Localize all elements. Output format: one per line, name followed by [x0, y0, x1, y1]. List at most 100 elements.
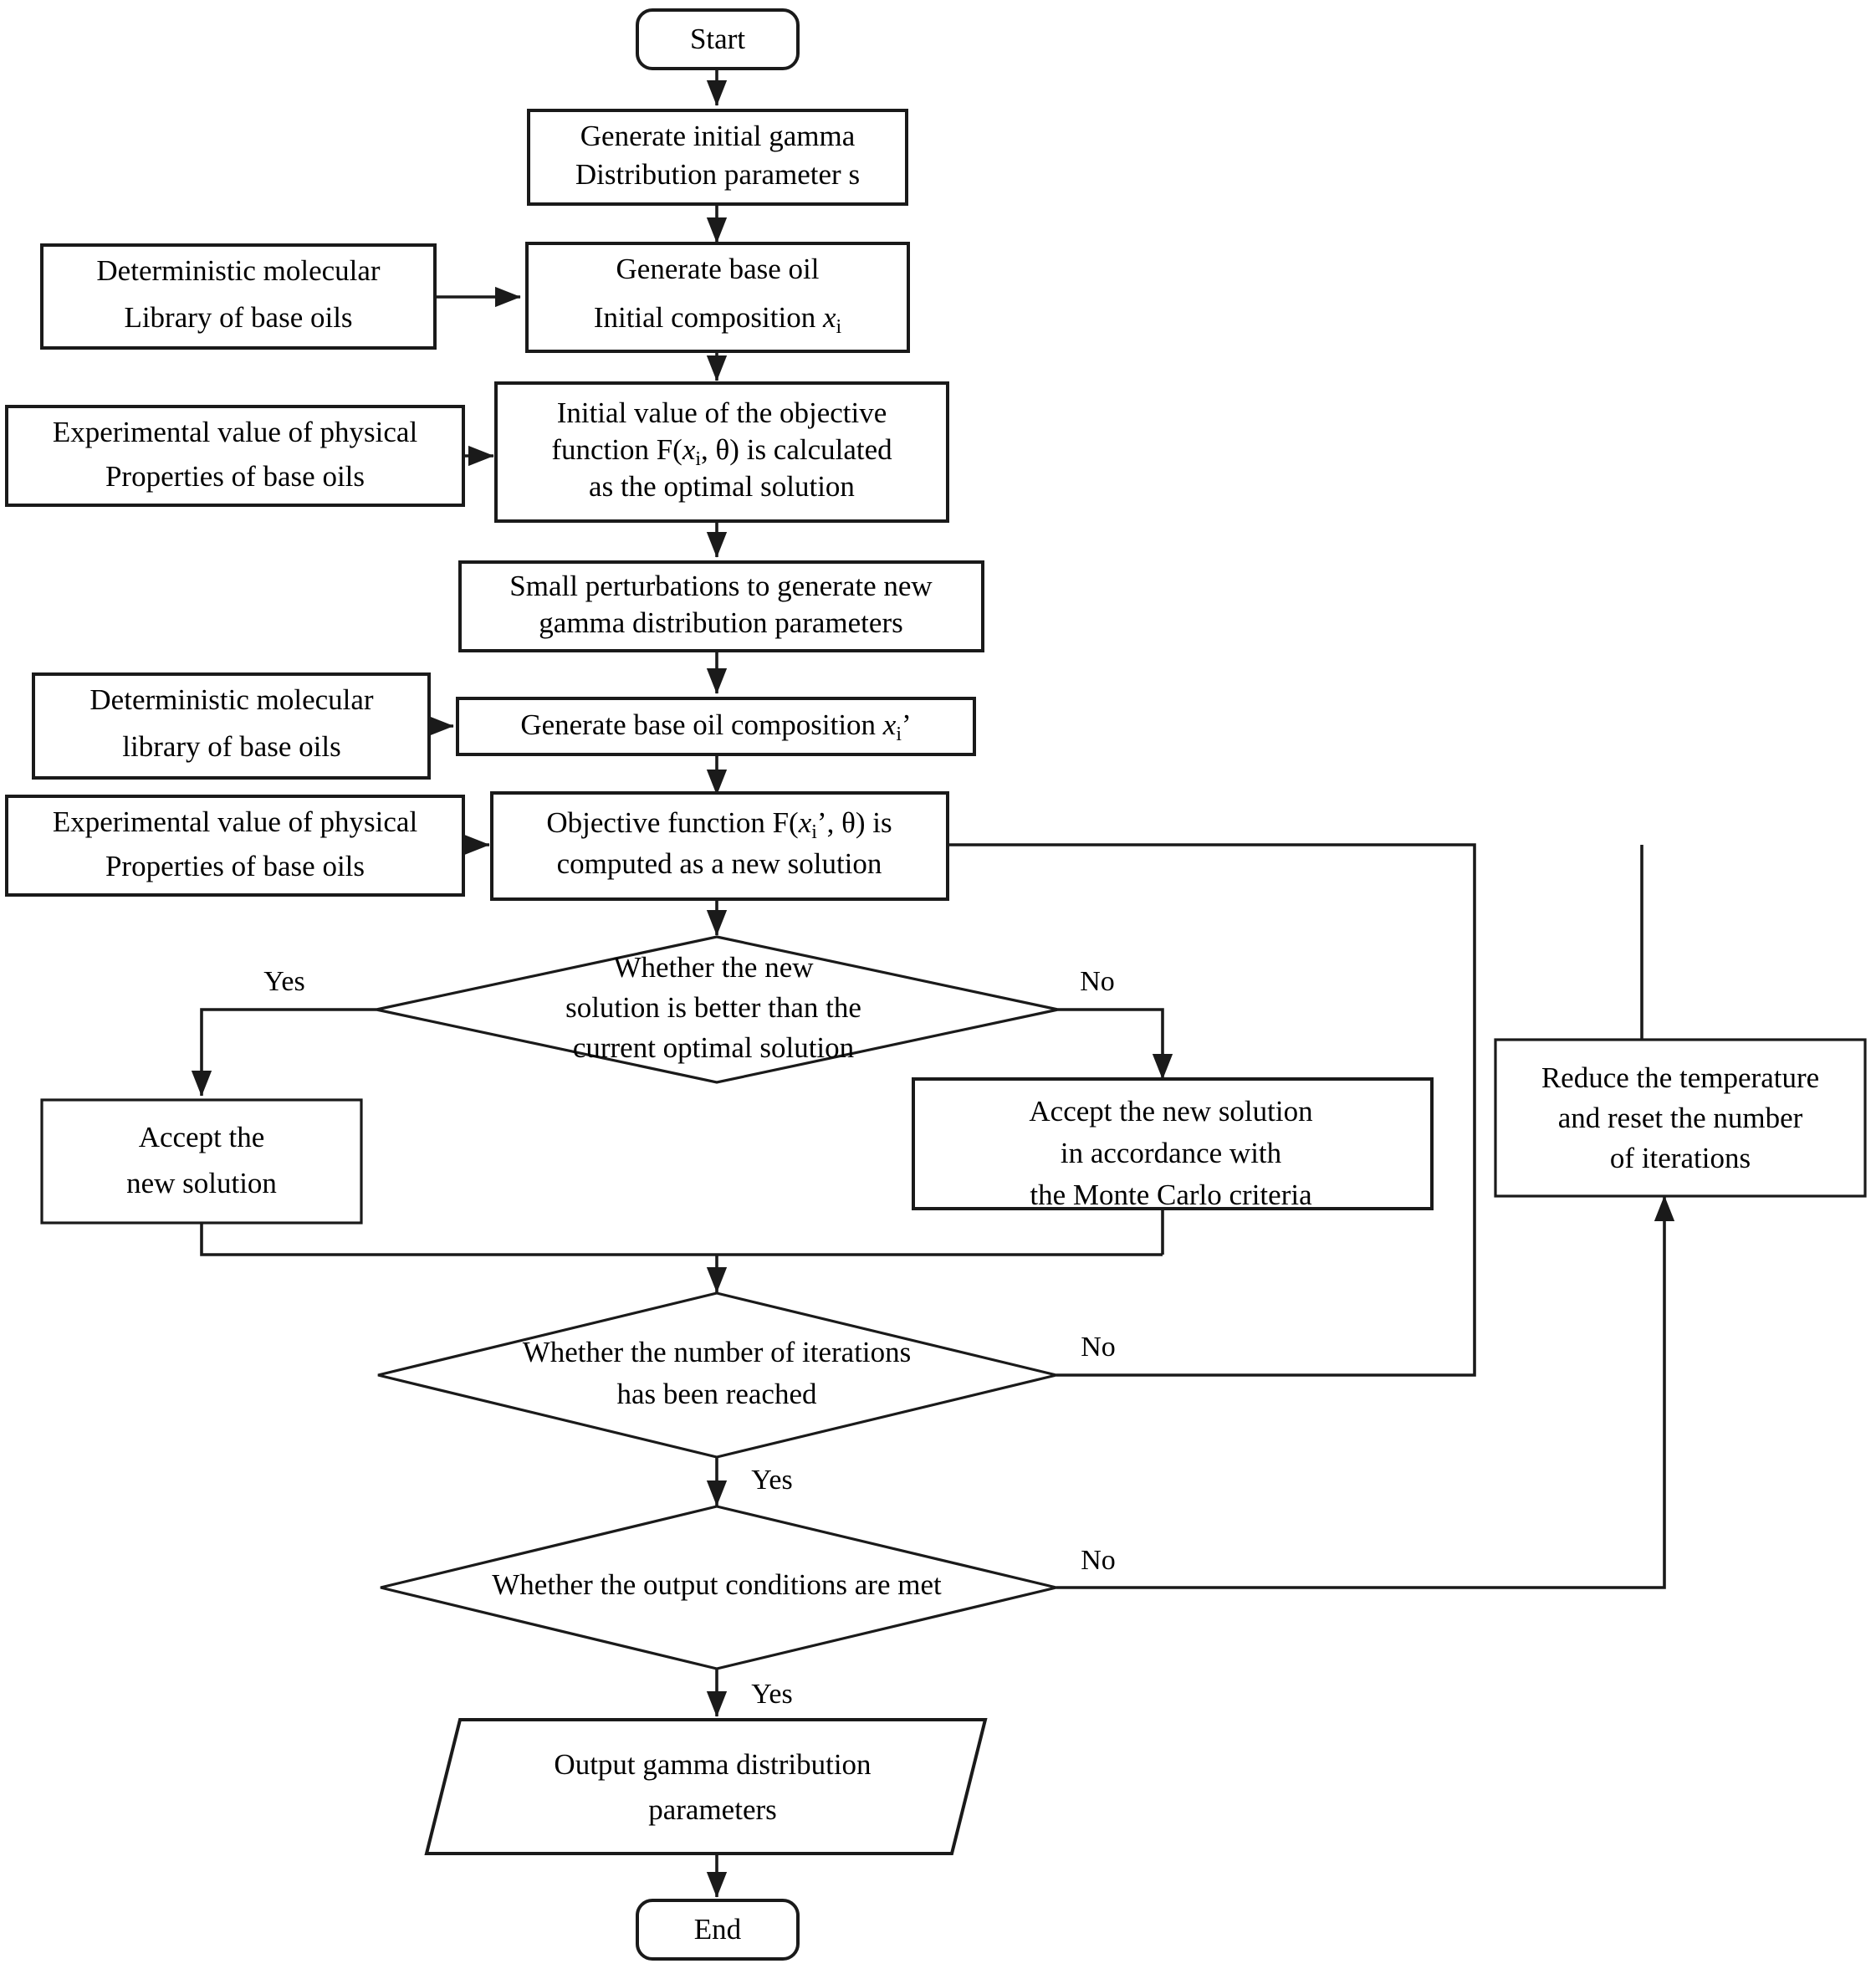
node-decision-output-conditions[interactable]: Whether the output conditions are met — [380, 1505, 1057, 1670]
node-initial-objective-value[interactable]: Initial value of the objective function … — [494, 381, 949, 523]
generate-base-oil-initial-shape — [525, 242, 910, 353]
edge-output-no-to-reduce — [1056, 1195, 1675, 1589]
ofn-pre: Objective function F( — [546, 806, 798, 839]
objective-function-new-shape — [490, 791, 949, 901]
gbo-pre: Initial composition — [594, 301, 823, 334]
generate-initial-gamma-line1: Generate initial gamma — [580, 120, 856, 152]
node-objective-function-new[interactable]: Objective function F(xi’, θ) is computed… — [490, 791, 949, 901]
edge-label-output-no: No — [1081, 1545, 1116, 1576]
node-library-base-oils-2[interactable]: Deterministic molecular library of base … — [32, 672, 431, 780]
accept-new-solution-shape — [40, 1098, 363, 1225]
io-post: , θ) is calculated — [701, 433, 892, 466]
experimental-properties-2-line1: Experimental value of physical — [53, 805, 418, 838]
node-decision-better-solution[interactable]: Whether the new solution is better than … — [376, 935, 1059, 1084]
decision-iterations-shape — [377, 1291, 1057, 1459]
edge-label-better-yes: Yes — [263, 966, 304, 997]
edge-decision-yes-to-accept — [191, 1008, 376, 1097]
edge-iterations-no-feedback — [919, 834, 1476, 1377]
edge-label-iterations-yes: Yes — [751, 1465, 792, 1496]
node-generate-initial-gamma[interactable]: Generate initial gamma Distribution para… — [527, 109, 908, 206]
experimental-properties-1-line2: Properties of base oils — [105, 460, 365, 493]
node-decision-iterations[interactable]: Whether the number of iterations has bee… — [377, 1291, 1057, 1459]
io-var: x — [682, 433, 696, 466]
gbc-pre: Generate base oil composition — [520, 708, 882, 741]
decision-iterations-line1: Whether the number of iterations — [523, 1336, 912, 1368]
node-generate-base-oil-composition[interactable]: Generate base oil composition xi’ — [456, 697, 976, 756]
node-experimental-properties-2[interactable]: Experimental value of physical Propertie… — [5, 795, 465, 897]
connector-layer — [191, 69, 1675, 1898]
reduce-temperature-line2: and reset the number — [1558, 1102, 1803, 1134]
accept-monte-carlo-line3: the Monte Carlo criteria — [1030, 1179, 1312, 1211]
initial-objective-value-shape — [494, 381, 949, 523]
start-label: Start — [690, 23, 745, 55]
experimental-properties-2-line2: Properties of base oils — [105, 850, 365, 882]
experimental-properties-1-line1: Experimental value of physical — [53, 416, 418, 448]
library-base-oils-1-line1: Deterministic molecular — [96, 254, 381, 287]
small-perturbations-line2: gamma distribution parameters — [539, 606, 902, 639]
objective-function-new-line2: computed as a new solution — [557, 847, 882, 880]
generate-base-oil-initial-line2: Initial composition xi — [594, 301, 842, 337]
node-output-parameters[interactable]: Output gamma distribution parameters — [424, 1718, 988, 1855]
decision-better-solution-shape — [376, 935, 1059, 1084]
accept-monte-carlo-line1: Accept the new solution — [1029, 1095, 1312, 1128]
reduce-temperature-line3: of iterations — [1610, 1142, 1751, 1174]
generate-initial-gamma-line2: Distribution parameter s — [575, 158, 860, 191]
edge-decision-no-to-montecarlo — [1058, 1008, 1173, 1080]
decision-better-line1: Whether the new — [613, 951, 814, 984]
accept-new-solution-line1: Accept the — [139, 1121, 265, 1153]
node-reduce-temperature[interactable]: Reduce the temperature and reset the num… — [1494, 1038, 1867, 1198]
gbc-var: x — [882, 708, 897, 741]
io-sub: i — [695, 448, 701, 470]
ofn-sub: i — [811, 821, 817, 843]
decision-output-line1: Whether the output conditions are met — [492, 1568, 942, 1601]
reduce-temperature-shape — [1494, 1038, 1867, 1198]
edge-label-iterations-no: No — [1081, 1332, 1116, 1363]
initial-objective-line2: function F(xi, θ) is calculated — [551, 433, 892, 469]
gbo-sub: i — [836, 316, 842, 338]
ofn-post: ’, θ) is — [817, 806, 892, 839]
generate-initial-gamma-shape — [527, 109, 908, 206]
end-label: End — [694, 1913, 742, 1946]
experimental-properties-2-shape — [5, 795, 465, 897]
decision-output-conditions-shape — [380, 1505, 1057, 1670]
decision-iterations-line2: has been reached — [616, 1378, 817, 1410]
decision-better-line2: solution is better than the — [565, 991, 861, 1024]
library-base-oils-2-line2: library of base oils — [122, 730, 340, 763]
gbo-var: x — [822, 301, 836, 334]
decision-better-line3: current optimal solution — [573, 1031, 854, 1064]
small-perturbations-line1: Small perturbations to generate new — [509, 570, 933, 602]
library-base-oils-2-shape — [32, 672, 431, 780]
edge-label-output-yes: Yes — [751, 1679, 792, 1710]
accept-monte-carlo-shape — [912, 1077, 1434, 1210]
initial-objective-line3: as the optimal solution — [589, 470, 855, 503]
generate-base-oil-composition-shape — [456, 697, 976, 756]
node-start[interactable]: Start — [636, 8, 800, 70]
node-end[interactable]: End — [636, 1899, 800, 1961]
generate-base-oil-initial-line1: Generate base oil — [616, 253, 820, 285]
experimental-properties-1-shape — [5, 405, 465, 507]
output-parameters-line1: Output gamma distribution — [554, 1748, 871, 1781]
gbc-sub: i — [896, 724, 902, 745]
node-library-base-oils-1[interactable]: Deterministic molecular Library of base … — [40, 243, 437, 350]
edge-accept-to-merge — [200, 1223, 1163, 1256]
accept-new-solution-line2: new solution — [126, 1167, 277, 1199]
library-base-oils-1-line2: Library of base oils — [124, 301, 352, 334]
io-pre: function F( — [551, 433, 682, 466]
small-perturbations-shape — [458, 560, 984, 652]
library-base-oils-2-line1: Deterministic molecular — [89, 683, 374, 716]
accept-monte-carlo-line2: in accordance with — [1061, 1137, 1282, 1169]
node-accept-monte-carlo[interactable]: Accept the new solution in accordance wi… — [912, 1077, 1434, 1211]
end-terminator-shape — [636, 1899, 800, 1961]
initial-objective-line1: Initial value of the objective — [557, 396, 887, 429]
output-parameters-shape — [424, 1718, 988, 1855]
node-small-perturbations[interactable]: Small perturbations to generate new gamm… — [458, 560, 984, 652]
reduce-temperature-line1: Reduce the temperature — [1541, 1061, 1819, 1094]
node-generate-base-oil-initial[interactable]: Generate base oil Initial composition xi — [525, 242, 910, 353]
node-accept-new-solution[interactable]: Accept the new solution — [40, 1098, 363, 1225]
start-terminator-shape — [636, 8, 800, 70]
ofn-var: x — [798, 806, 812, 839]
output-parameters-line2: parameters — [648, 1793, 777, 1826]
node-experimental-properties-1[interactable]: Experimental value of physical Propertie… — [5, 405, 465, 507]
